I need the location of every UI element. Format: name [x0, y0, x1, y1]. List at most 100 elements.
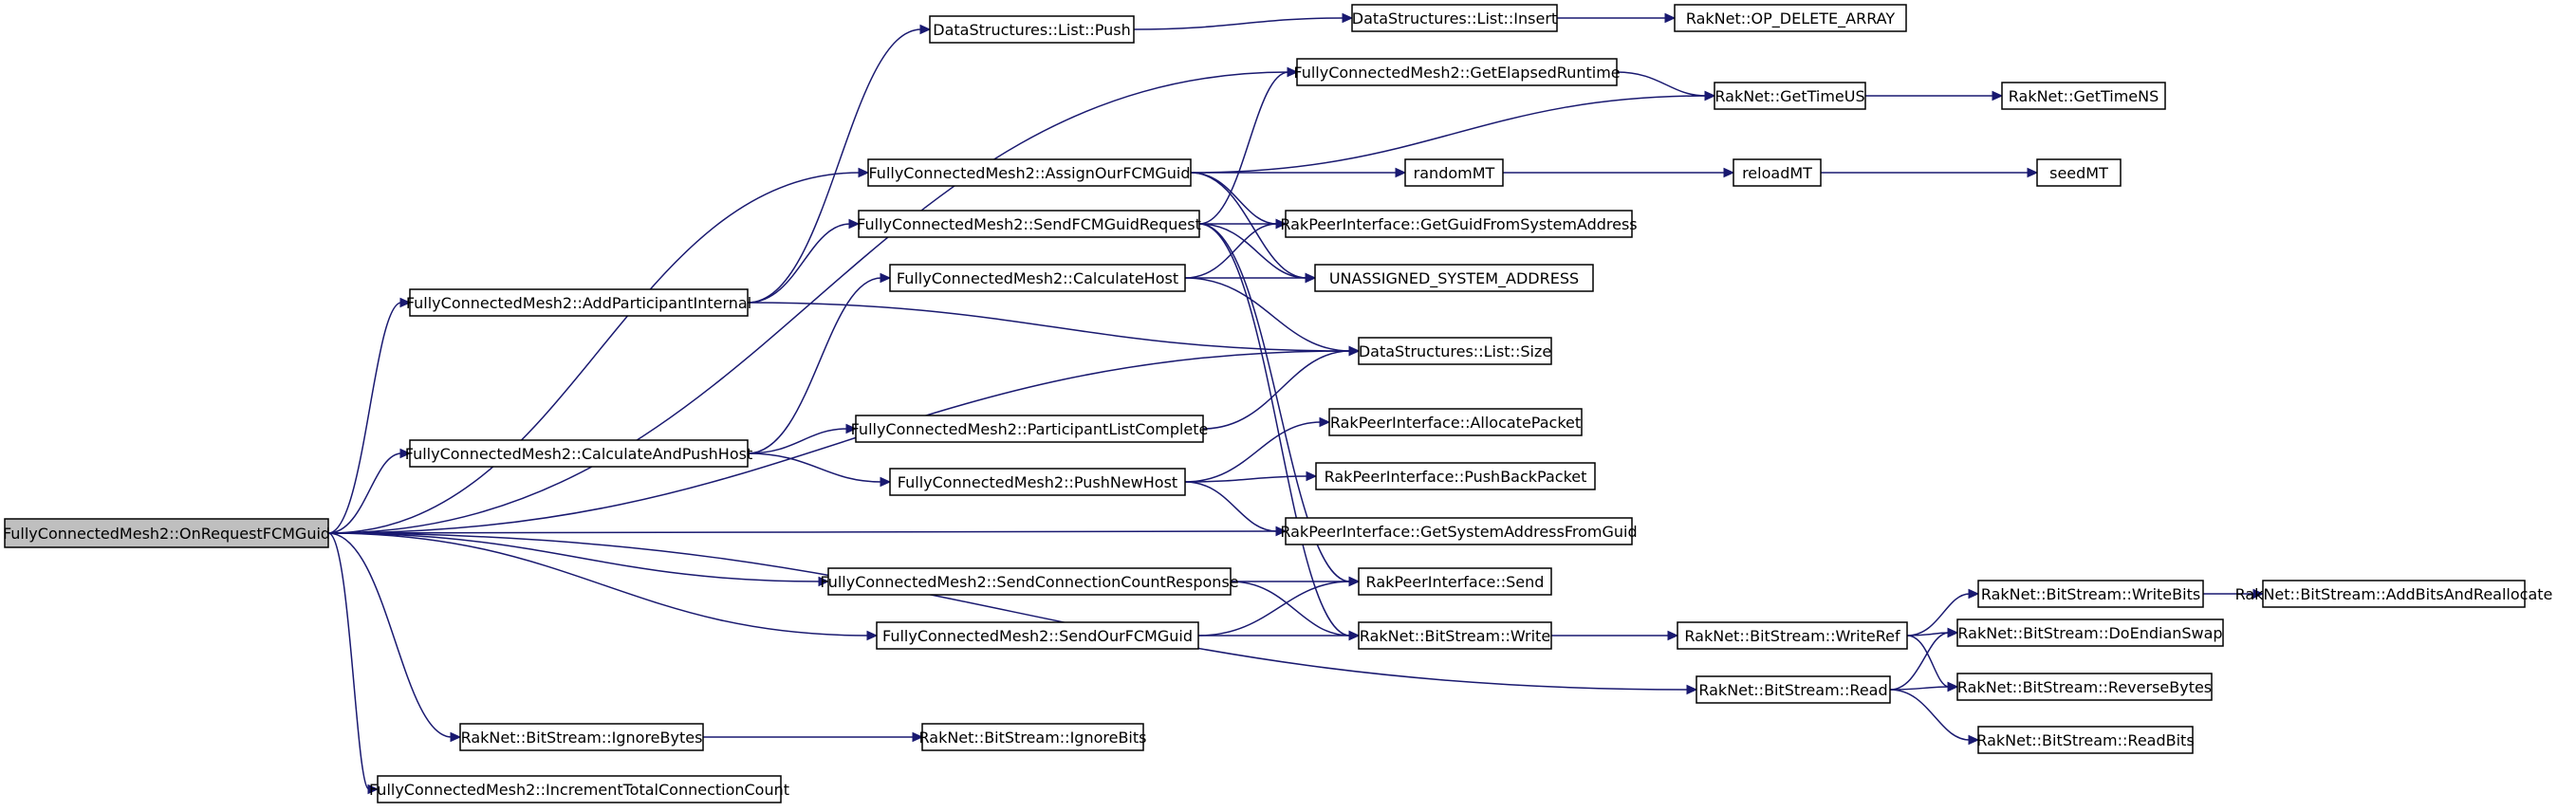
node-sendour[interactable]: FullyConnectedMesh2::SendOurFCMGuid [876, 621, 1199, 650]
edge-onrequest-to-assign [327, 167, 870, 534]
edge-onrequest-to-sysaddr [327, 526, 1288, 537]
edge-line [327, 532, 453, 738]
node-box [921, 723, 1144, 751]
arrowhead [1275, 526, 1288, 537]
node-timens[interactable]: RakNet::GetTimeNS [2001, 82, 2166, 110]
node-label: randomMT [1414, 164, 1495, 182]
node-sendconn[interactable]: FullyConnectedMesh2::SendConnectionCount… [820, 567, 1239, 596]
edge-bsread-to-endian [1889, 627, 1959, 691]
node-box [1714, 82, 1866, 110]
node-unassigned[interactable]: UNASSIGNED_SYSTEM_ADDRESS [1314, 264, 1594, 292]
node-box [1358, 621, 1552, 650]
node-addbits[interactable]: RakNet::BitStream::AddBitsAndReallocate [2235, 580, 2553, 608]
node-box [459, 723, 704, 751]
node-onrequest[interactable]: FullyConnectedMesh2::OnRequestFCMGuid [3, 518, 330, 548]
call-nodes: FullyConnectedMesh2::OnRequestFCMGuid Dat… [3, 4, 2553, 803]
edge-line [1202, 350, 1351, 430]
edge-onrequest-to-increment [327, 532, 380, 795]
node-calchost[interactable]: FullyConnectedMesh2::CalculateHost [889, 264, 1186, 292]
node-label: FullyConnectedMesh2::CalculateAndPushHos… [405, 445, 752, 463]
node-timeus[interactable]: RakNet::GetTimeUS [1714, 82, 1866, 110]
arrowhead [367, 784, 380, 795]
edge-onrequest-to-sendconn [327, 532, 830, 587]
node-label: FullyConnectedMesh2::SendFCMGuidRequest [857, 215, 1201, 233]
arrowhead [1667, 630, 1679, 641]
node-label: FullyConnectedMesh2::AddParticipantInter… [406, 294, 751, 312]
edge-line [327, 532, 1689, 691]
edge-onrequest-to-ignorebytes [327, 532, 462, 743]
node-box [1677, 621, 1908, 650]
node-ignorebits[interactable]: RakNet::BitStream::IgnoreBits [919, 723, 1147, 751]
node-opdelete[interactable]: RakNet::OP_DELETE_ARRAY [1674, 4, 1907, 32]
node-box [1404, 158, 1504, 187]
node-bswrite[interactable]: RakNet::BitStream::Write [1358, 621, 1552, 650]
edge-line [1197, 581, 1351, 637]
node-box [409, 288, 749, 317]
node-calcpush[interactable]: FullyConnectedMesh2::CalculateAndPushHos… [405, 439, 752, 468]
edge-onrequest-to-bsread [327, 532, 1698, 695]
node-rpsend[interactable]: RakPeerInterface::Send [1358, 567, 1552, 596]
arrowhead [1348, 630, 1361, 641]
node-pushnewhost[interactable]: FullyConnectedMesh2::PushNewHost [889, 468, 1186, 496]
edge-calchost-to-unassigned [1184, 272, 1317, 284]
edge-line [1184, 277, 1351, 352]
node-pushback[interactable]: RakPeerInterface::PushBackPacket [1315, 462, 1596, 490]
node-box [2001, 82, 2166, 110]
node-label: FullyConnectedMesh2::ParticipantListComp… [851, 420, 1209, 438]
node-box [867, 158, 1192, 187]
node-addpart[interactable]: FullyConnectedMesh2::AddParticipantInter… [406, 288, 751, 317]
edge-line [1906, 593, 1971, 637]
node-increment[interactable]: FullyConnectedMesh2::IncrementTotalConne… [369, 775, 789, 803]
edge-line [1889, 632, 1950, 691]
node-sendreq[interactable]: FullyConnectedMesh2::SendFCMGuidRequest [857, 210, 1201, 238]
node-reloadmt[interactable]: reloadMT [1733, 158, 1822, 187]
arrowhead [848, 218, 861, 230]
edge-line [327, 71, 1289, 534]
edge-line [1184, 223, 1278, 279]
node-box [1315, 462, 1596, 490]
node-sysaddr[interactable]: RakPeerInterface::GetSystemAddressFromGu… [1280, 517, 1638, 545]
node-label: reloadMT [1742, 164, 1812, 182]
arrowhead [2252, 588, 2265, 600]
edge-line [1230, 581, 1351, 637]
node-assign[interactable]: FullyConnectedMesh2::AssignOurFCMGuid [867, 158, 1192, 187]
node-push[interactable]: DataStructures::List::Push [929, 15, 1135, 44]
node-box [858, 210, 1200, 238]
edge-sendour-to-rpsend [1197, 576, 1361, 637]
edge-addpart-to-sendreq [747, 218, 861, 304]
node-partcomplete[interactable]: FullyConnectedMesh2::ParticipantListComp… [851, 415, 1209, 443]
edge-line [327, 452, 402, 534]
node-reverse[interactable]: RakNet::BitStream::ReverseBytes [1956, 673, 2213, 701]
arrowhead [919, 24, 932, 35]
node-seedmt[interactable]: seedMT [2036, 158, 2122, 187]
edge-line [1184, 475, 1308, 483]
arrowhead [1306, 471, 1318, 482]
node-bsread[interactable]: RakNet::BitStream::Read [1696, 675, 1891, 704]
arrowhead [2027, 167, 2039, 178]
node-allocpacket[interactable]: RakPeerInterface::AllocatePacket [1328, 408, 1583, 436]
arrowhead [399, 297, 412, 308]
node-randommt[interactable]: randomMT [1404, 158, 1504, 187]
node-guidfrom[interactable]: RakPeerInterface::GetGuidFromSystemAddre… [1280, 210, 1638, 238]
node-label: RakNet::GetTimeNS [2009, 87, 2159, 105]
arrowhead [1287, 66, 1299, 78]
edge-onrequest-to-addpart [327, 297, 412, 534]
node-box [827, 567, 1232, 596]
node-label: RakPeerInterface::GetGuidFromSystemAddre… [1280, 215, 1637, 233]
node-box [1733, 158, 1822, 187]
node-ignorebytes[interactable]: RakNet::BitStream::IgnoreBytes [459, 723, 704, 751]
edge-line [1198, 71, 1289, 225]
node-size[interactable]: DataStructures::List::Size [1358, 337, 1552, 365]
node-box [876, 621, 1199, 650]
node-label: RakPeerInterface::AllocatePacket [1330, 414, 1581, 432]
node-endian[interactable]: RakNet::BitStream::DoEndianSwap [1956, 618, 2224, 647]
arrowhead [399, 448, 412, 459]
node-label: UNASSIGNED_SYSTEM_ADDRESS [1329, 269, 1579, 288]
node-writeref[interactable]: RakNet::BitStream::WriteRef [1677, 621, 1908, 650]
node-label: RakPeerInterface::PushBackPacket [1325, 468, 1587, 486]
node-elapsed[interactable]: FullyConnectedMesh2::GetElapsedRuntime [1293, 58, 1621, 86]
arrowhead [818, 576, 830, 587]
node-writebits[interactable]: RakNet::BitStream::WriteBits [1977, 580, 2204, 608]
node-readbits[interactable]: RakNet::BitStream::ReadBits [1976, 726, 2195, 754]
node-insert[interactable]: DataStructures::List::Insert [1351, 4, 1558, 32]
